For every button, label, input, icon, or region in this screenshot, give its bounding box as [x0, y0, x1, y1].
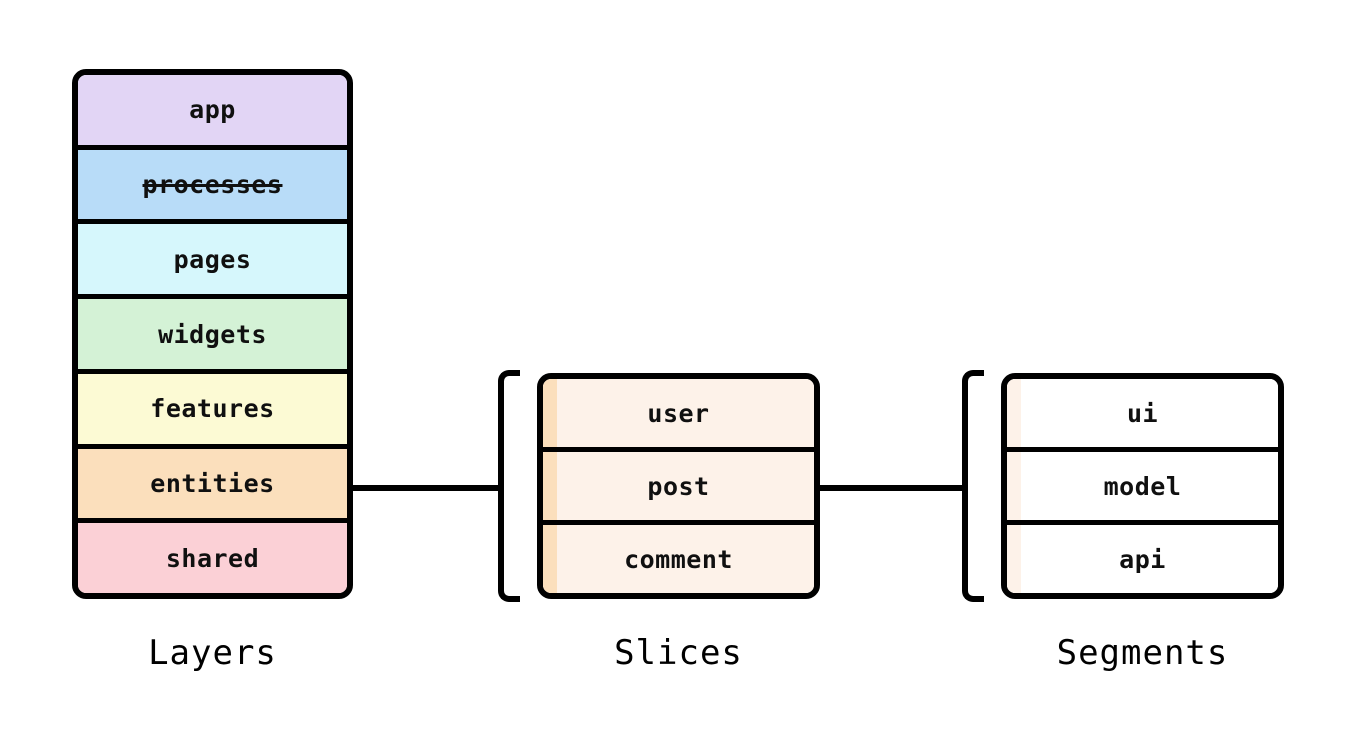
slice-label-post: post	[647, 471, 710, 501]
slice-label-user: user	[647, 398, 710, 428]
segment-label-model: model	[1103, 471, 1182, 501]
caption-layers: Layers	[148, 633, 277, 673]
slice-label-comment: comment	[624, 544, 733, 574]
slice-accent-stripe	[543, 452, 557, 520]
caption-slices: Slices	[614, 633, 743, 673]
layer-row-processes[interactable]: processes	[78, 149, 347, 225]
layer-row-pages[interactable]: pages	[78, 224, 347, 300]
layer-row-entities[interactable]: entities	[78, 448, 347, 524]
segment-row-model[interactable]: model	[1007, 452, 1278, 525]
segment-accent-stripe	[1007, 452, 1021, 520]
segment-label-ui: ui	[1126, 398, 1159, 428]
bracket-slices	[498, 370, 520, 602]
bracket-segments	[962, 370, 984, 602]
layers-column: app processes pages widgets features ent…	[72, 69, 353, 599]
slice-accent-stripe	[543, 525, 557, 593]
layer-label-shared: shared	[165, 543, 260, 573]
connector-slices-to-segments	[817, 485, 968, 491]
slice-accent-stripe	[543, 379, 557, 447]
layer-label-features: features	[150, 394, 275, 424]
segment-row-api[interactable]: api	[1007, 525, 1278, 593]
caption-segments: Segments	[1056, 633, 1229, 673]
segments-column: ui model api	[1001, 373, 1284, 599]
segment-accent-stripe	[1007, 525, 1021, 593]
slice-row-post[interactable]: post	[543, 452, 814, 525]
layer-label-app: app	[189, 95, 236, 125]
layer-label-pages: pages	[173, 244, 252, 274]
connector-layers-to-slices	[352, 485, 504, 491]
layer-row-features[interactable]: features	[78, 373, 347, 449]
layer-row-widgets[interactable]: widgets	[78, 299, 347, 374]
layer-label-entities: entities	[150, 468, 275, 498]
layer-row-app[interactable]: app	[78, 75, 347, 150]
segment-accent-stripe	[1007, 379, 1021, 447]
layer-label-processes: processes	[142, 170, 283, 200]
layer-label-widgets: widgets	[158, 319, 267, 349]
slice-row-comment[interactable]: comment	[543, 525, 814, 593]
segment-row-ui[interactable]: ui	[1007, 379, 1278, 452]
layer-row-shared[interactable]: shared	[78, 523, 347, 593]
slice-row-user[interactable]: user	[543, 379, 814, 452]
segment-label-api: api	[1119, 544, 1166, 574]
slices-column: user post comment	[537, 373, 820, 599]
